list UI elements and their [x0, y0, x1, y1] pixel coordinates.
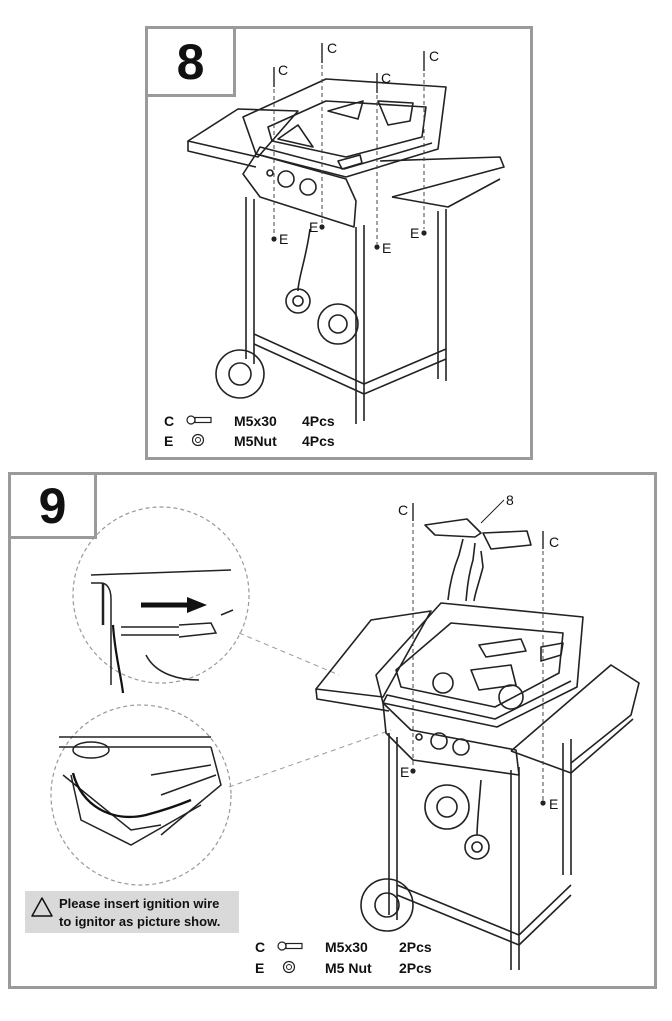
screw-label-c: C	[398, 502, 408, 518]
step-9-number: 9	[11, 475, 97, 539]
nut-icon	[277, 960, 325, 977]
warning-icon	[31, 897, 53, 917]
note-text: Please insert ignition wire to ignitor a…	[59, 896, 221, 929]
screw-icon	[277, 939, 325, 955]
screw-label-c: C	[278, 62, 288, 78]
part-size: M5Nut	[234, 433, 277, 449]
nut-label-e: E	[382, 240, 391, 256]
screw-label-c: C	[381, 70, 391, 86]
part-qty: 4Pcs	[302, 413, 335, 429]
part-row-e: E M5 Nut 2Pcs	[255, 958, 432, 978]
step-8-panel: 8	[145, 26, 533, 460]
part-letter: E	[164, 433, 174, 449]
nut-label-e: E	[279, 231, 288, 247]
step-9-illustration: 8	[50, 492, 640, 970]
part-row-c: C M5x30 4Pcs	[164, 411, 335, 431]
part-qty: 2Pcs	[399, 960, 432, 976]
part-letter: C	[164, 413, 175, 429]
nut-label-e: E	[400, 764, 409, 780]
nut-label-e: E	[410, 225, 419, 241]
step-9-panel: 9	[8, 472, 657, 989]
part-row-e: E M5Nut 4Pcs	[164, 431, 335, 451]
ignition-wire-note: Please insert ignition wire to ignitor a…	[25, 891, 239, 933]
screw-icon	[186, 413, 234, 429]
part-size: M5 Nut	[325, 960, 372, 976]
part-qty: 2Pcs	[399, 939, 432, 955]
nut-icon	[186, 433, 234, 450]
burner-label-8: 8	[506, 492, 514, 508]
step-8-grill-illustration: C C C C E E E E	[187, 40, 505, 424]
part-qty: 4Pcs	[302, 433, 335, 449]
step-8-number: 8	[148, 29, 236, 97]
screw-label-c: C	[549, 534, 559, 550]
part-row-c: C M5x30 2Pcs	[255, 937, 432, 957]
nut-label-e: E	[309, 219, 318, 235]
part-letter: E	[255, 960, 265, 976]
part-size: M5x30	[234, 413, 277, 429]
screw-label-c: C	[429, 48, 439, 64]
screw-label-c: C	[327, 40, 337, 56]
part-size: M5x30	[325, 939, 368, 955]
part-letter: C	[255, 939, 266, 955]
nut-label-e: E	[549, 796, 558, 812]
